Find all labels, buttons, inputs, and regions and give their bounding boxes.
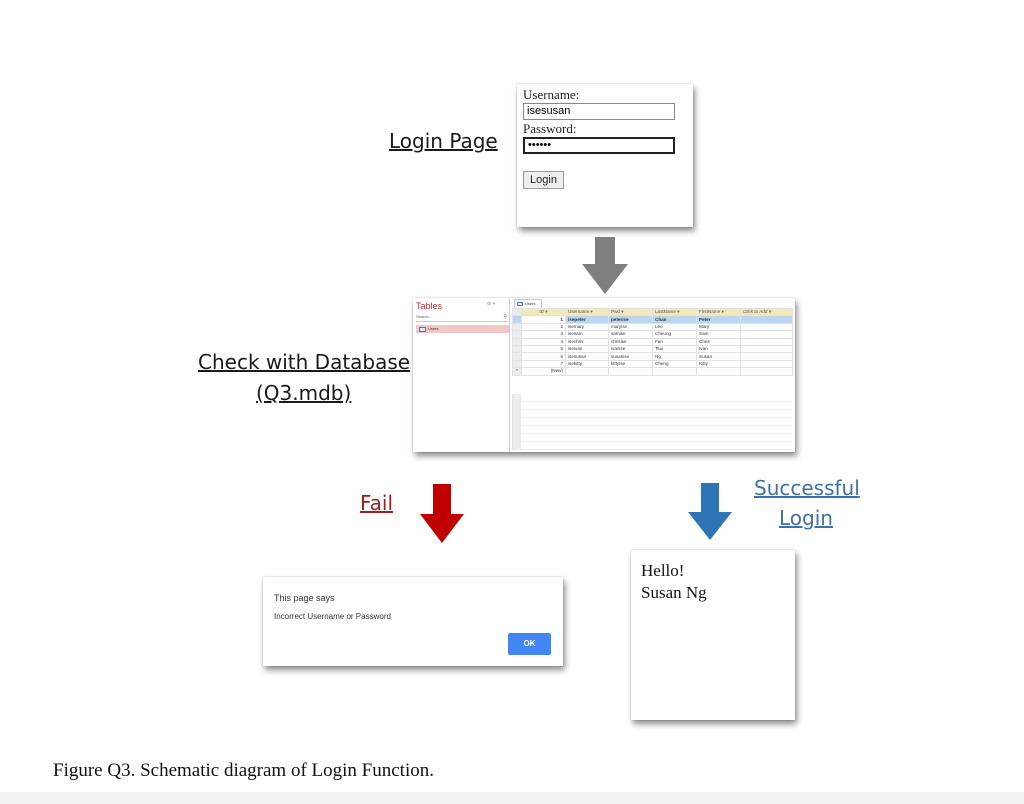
error-alert-dialog: This page says Incorrect Username or Pas… [263, 577, 563, 666]
column-header-pwd[interactable]: Pwd ▾ [608, 307, 653, 317]
navigation-pane: Tables ⊙ « Search... ⚲ Users [413, 298, 510, 452]
fail-label: Fail [360, 491, 394, 515]
username-input[interactable]: isesusan [523, 103, 675, 120]
password-input[interactable]: •••••• [523, 137, 675, 154]
column-header-click-to-add[interactable]: Click to Add ▾ [740, 307, 793, 317]
table-row[interactable]: 7 isekitty kittyise Cheng Kitty [512, 359, 793, 369]
new-record-row[interactable]: * (New) [512, 367, 793, 376]
tab-label: Users [525, 301, 536, 306]
nav-item-label: Users [428, 326, 439, 331]
table-row[interactable]: 5 iseivan ivanise Tsui Ivan [512, 344, 793, 354]
username-label: Username: [523, 87, 580, 102]
new-record-marker: * [512, 367, 522, 376]
success-label-line2: Login [779, 506, 833, 530]
nav-item-users[interactable]: Users [416, 325, 509, 333]
column-header-username[interactable]: Username ▾ [565, 307, 609, 317]
search-icon[interactable]: ⚲ [503, 314, 507, 320]
empty-grid-area [512, 394, 792, 450]
nav-title: Tables [416, 301, 443, 311]
down-arrow-blue-icon [688, 483, 732, 540]
nav-search-input[interactable]: Search... ⚲ [416, 314, 508, 322]
footer-band [0, 792, 1024, 804]
down-arrow-gray-icon [582, 237, 628, 294]
table-row[interactable]: 2 isemary maryise Lee Mary [512, 322, 793, 332]
table-icon [419, 327, 426, 332]
column-header-firstname[interactable]: FirstName ▾ [696, 307, 741, 317]
nav-controls-icon[interactable]: ⊙ « [487, 301, 496, 307]
table-row[interactable]: 4 isechris chrisise Fan Chris [512, 337, 793, 346]
tab-users[interactable]: Users [514, 299, 542, 308]
alert-message: Incorrect Username or Password [274, 612, 391, 621]
down-arrow-red-icon [420, 484, 464, 543]
database-file-label: (Q3.mdb) [256, 381, 352, 405]
table-row[interactable]: 6 isesusan susanise Ng Susan [512, 352, 793, 361]
success-label-line1: Successful [754, 476, 860, 500]
success-page-screenshot: Hello! Susan Ng [631, 550, 795, 720]
column-header-id[interactable]: ID ▾ [521, 307, 566, 317]
ok-button[interactable]: OK [508, 633, 551, 655]
login-page-screenshot: Username: isesusan Password: •••••• Logi… [517, 84, 693, 227]
figure-caption: Figure Q3. Schematic diagram of Login Fu… [53, 760, 434, 781]
new-record-label: (New) [521, 367, 566, 376]
row-selector-header[interactable] [512, 307, 522, 317]
table-header-row: ID ▾ Username ▾ Pwd ▾ LastName ▾ FirstNa… [512, 307, 793, 317]
check-database-label: Check with Database [198, 350, 411, 374]
password-label: Password: [523, 121, 577, 136]
datasheet: Users ID ▾ Username ▾ Pwd ▾ LastName ▾ F… [510, 298, 795, 452]
user-name-text: Susan Ng [641, 583, 707, 602]
column-header-lastname[interactable]: LastName ▾ [652, 307, 697, 317]
table-row[interactable]: 3 isesam samise Cheung Sam [512, 330, 793, 339]
table-icon [517, 302, 523, 306]
greeting-text: Hello! [641, 561, 685, 580]
users-table: ID ▾ Username ▾ Pwd ▾ LastName ▾ FirstNa… [512, 307, 793, 376]
login-button[interactable]: Login [523, 171, 564, 189]
alert-title: This page says [274, 593, 335, 603]
database-screenshot: Tables ⊙ « Search... ⚲ Users Users ID ▾ … [413, 298, 795, 452]
nav-search-placeholder: Search... [416, 314, 433, 319]
login-page-label: Login Page [389, 129, 498, 153]
table-row[interactable]: 1 isepeter peterise Chan Peter [512, 315, 793, 324]
